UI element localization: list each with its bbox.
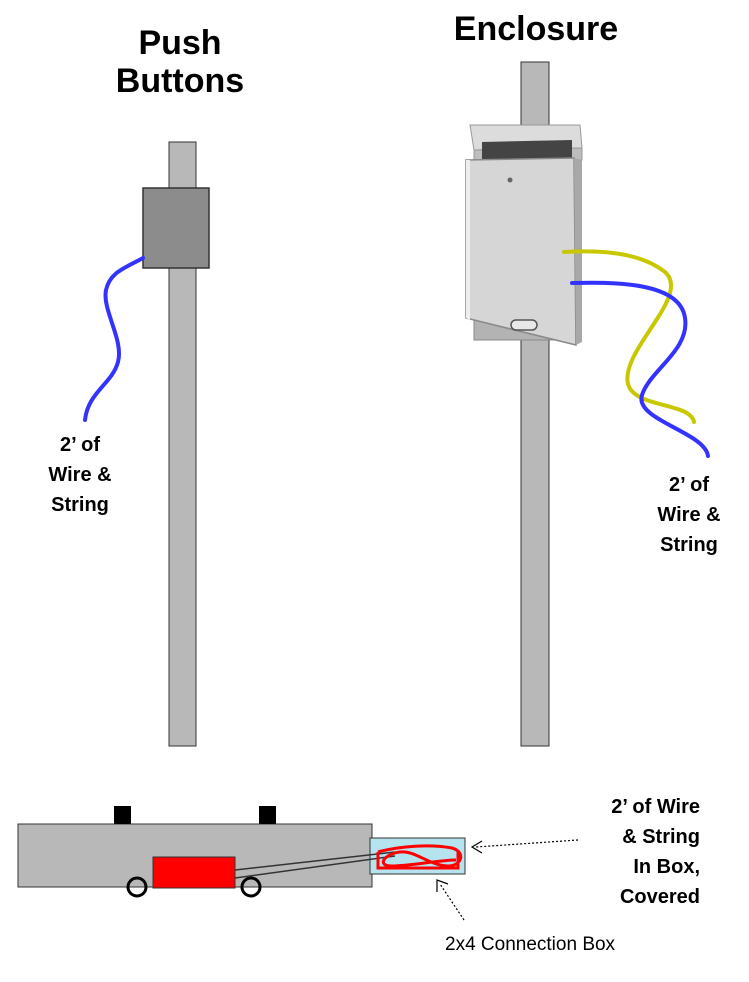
left-wire-label-line1: 2’ of: [59, 434, 100, 456]
bottom-wire-label-line1: 2’ of Wire: [611, 796, 700, 818]
bottom-red-block: [152, 856, 236, 889]
wheel-right: [240, 876, 262, 898]
connection-box-caption: 2x4 Connection Box: [445, 934, 616, 955]
push-buttons-title-line1: Push: [138, 24, 222, 62]
red-wire-coil: [376, 844, 463, 870]
right-blue-wire: [570, 280, 710, 458]
pointer-connection-box-arrow: [436, 879, 449, 892]
left-blue-wire: [83, 256, 145, 422]
bottom-wire-label-line4: Covered: [619, 886, 700, 908]
right-wire-label-line3: String: [660, 534, 718, 556]
push-buttons-title: Push Buttons: [104, 24, 256, 100]
bottom-wire-label-line3: In Box,: [633, 856, 700, 878]
bottom-button-right: [259, 806, 276, 824]
wheel-left: [126, 876, 148, 898]
enclosure-box: [465, 124, 583, 346]
right-wire-label-line2: Wire &: [657, 504, 721, 526]
right-wire-label-line1: 2’ of: [668, 474, 709, 496]
bottom-wire-1: [234, 851, 396, 871]
left-wire-label-line2: Wire &: [48, 464, 112, 486]
right-yellow-wire: [562, 249, 696, 424]
bottom-wire-2: [234, 855, 396, 879]
enclosure-title: Enclosure: [453, 10, 619, 48]
left-wire-label: 2’ of Wire & String: [30, 430, 130, 520]
push-button-box: [142, 187, 210, 269]
bottom-button-left: [114, 806, 131, 824]
pointer-connection-box: [439, 883, 465, 921]
pointer-wire-in-box: [475, 839, 579, 848]
push-buttons-title-line2: Buttons: [115, 62, 245, 100]
bottom-wire-label: 2’ of Wire & String In Box, Covered: [574, 792, 700, 912]
pointer-wire-in-box-arrow: [470, 840, 483, 854]
bottom-wire-label-line2: & String: [622, 826, 700, 848]
left-wire-label-line3: String: [51, 494, 109, 516]
right-wire-label: 2’ of Wire & String: [636, 470, 742, 560]
